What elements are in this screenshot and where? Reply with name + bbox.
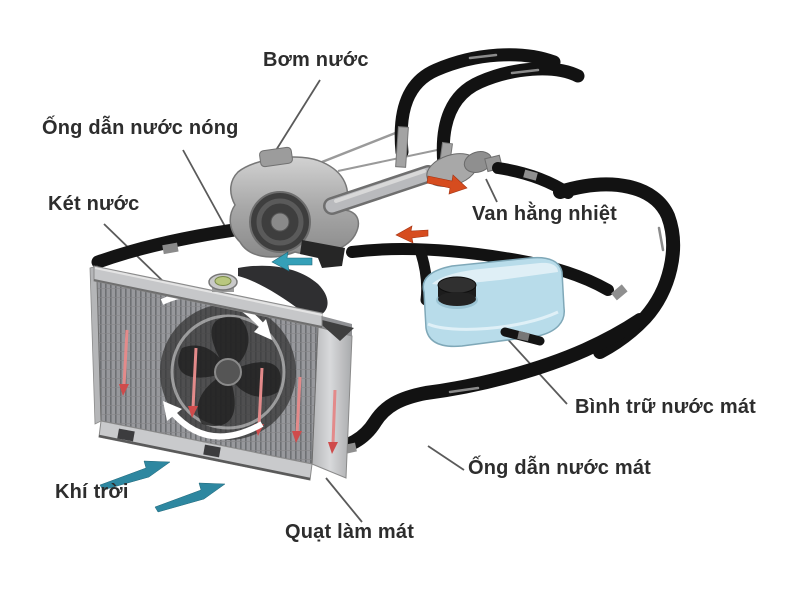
engine-detail-rods xyxy=(321,130,443,172)
lower-radiator-hose xyxy=(313,313,647,459)
radiator-top-frame xyxy=(93,265,323,329)
leader-cool-hose xyxy=(427,445,465,471)
radiator xyxy=(89,265,354,481)
water-pump xyxy=(229,146,360,268)
fan-shroud-shadow xyxy=(238,265,328,314)
radiator-end-tank xyxy=(311,326,353,479)
heater-hose-2 xyxy=(436,62,585,172)
label-reservoir: Bình trữ nước mát xyxy=(575,396,757,418)
air-intake-arrows xyxy=(99,460,226,513)
leader-hot-hose xyxy=(182,149,228,231)
leader-fan xyxy=(325,477,363,523)
pump-bracket xyxy=(300,240,345,268)
radiator-foot xyxy=(117,428,135,442)
heater-hose-1 xyxy=(394,48,561,159)
coolant-reservoir xyxy=(422,256,565,348)
label-outside-air: Khí trời xyxy=(55,481,129,503)
label-thermostat: Van hằng nhiệt xyxy=(472,203,618,225)
label-cool-water-pipe: Ống dẫn nước mát xyxy=(468,457,652,479)
label-hot-water-pipe: Ống dẫn nước nóng xyxy=(42,117,239,139)
label-radiator: Két nước xyxy=(48,193,140,215)
pump-suction-arrow xyxy=(271,251,313,272)
hot-flow-arrows xyxy=(395,174,468,244)
hose-clamp xyxy=(162,242,179,255)
bypass-hose xyxy=(346,243,614,296)
fan-blade xyxy=(211,316,249,372)
thermostat xyxy=(323,151,504,215)
lower-hose-circuit xyxy=(313,177,681,459)
label-cooling-fan: Quạt làm mát xyxy=(285,521,415,543)
upper-radiator-hose xyxy=(91,221,255,269)
hose-clamp xyxy=(611,284,628,301)
leader-thermostat xyxy=(485,178,498,203)
label-water-pump: Bơm nước xyxy=(263,49,369,71)
hose-clamp xyxy=(523,169,538,181)
radiator-cap xyxy=(208,273,238,292)
radiator-foot xyxy=(203,444,221,458)
fan-hub xyxy=(214,358,242,386)
hose-fitting-tube xyxy=(395,126,409,168)
